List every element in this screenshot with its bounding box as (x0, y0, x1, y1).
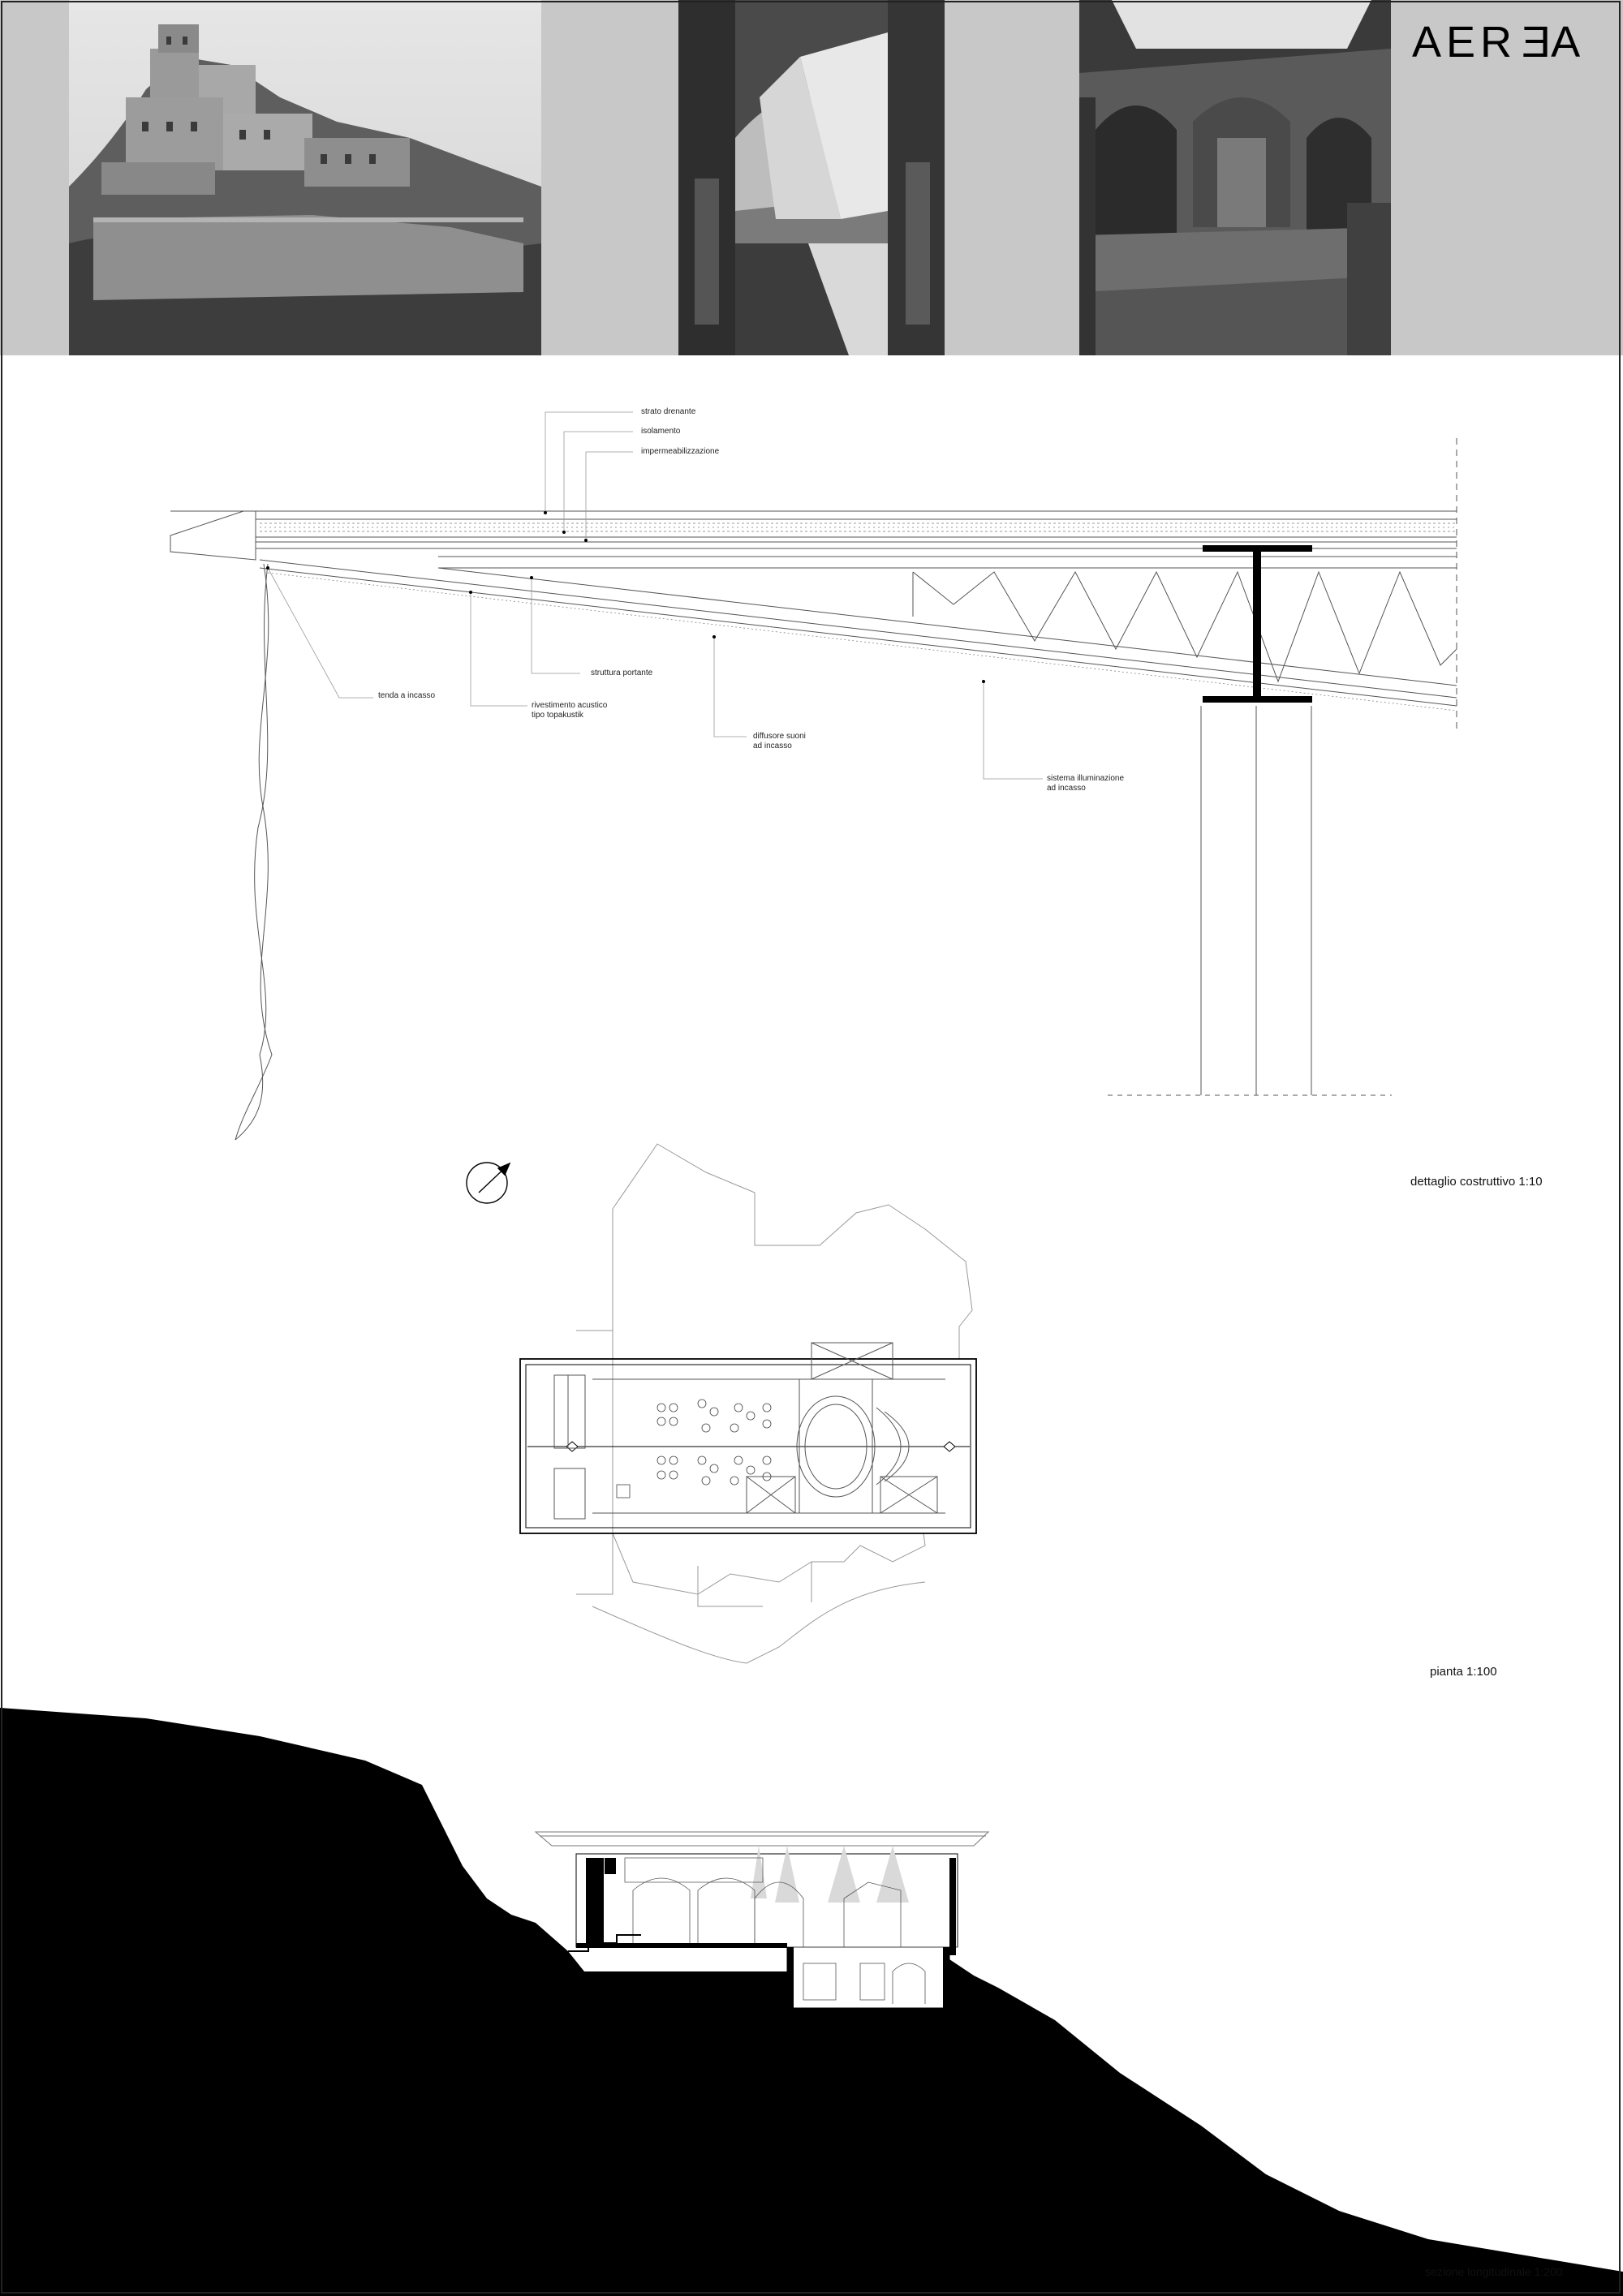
ruined-interior-photo (1079, 0, 1391, 355)
label-diffusore-ad-incasso: ad incasso (753, 742, 792, 750)
castle-hill-illustration (69, 0, 541, 355)
label-sistema-illuminazione: sistema illuminazione (1047, 774, 1125, 783)
plan-scale-title: pianta 1:100 (1430, 1665, 1497, 1679)
ruined-interior-illustration (1079, 0, 1391, 355)
label-rivestimento-acustico: rivestimento acustico (532, 701, 608, 710)
section-scale-title: sezione longitudinale 1:200 (1425, 2265, 1563, 2278)
seating-layout (616, 1399, 772, 1498)
logo-text-end: A (1551, 18, 1586, 67)
castle-hill-photo (69, 0, 541, 355)
detail-scale-title: dettaglio costruttivo 1:10 (1410, 1175, 1543, 1189)
label-isolamento: isolamento (641, 427, 681, 436)
label-diffusore-suoni: diffusore suoni (753, 732, 806, 741)
construction-detail-drawing (170, 411, 1457, 1141)
label-struttura-portante: struttura portante (591, 669, 653, 677)
arch-canopy-illustration (678, 0, 945, 355)
steel-beam (1203, 545, 1312, 703)
label-sistema-ad-incasso: ad incasso (1047, 784, 1086, 793)
label-rivestimento-tipo: tipo topakustik (532, 711, 583, 720)
logo-text-start: AER (1412, 18, 1518, 67)
label-impermeabilizzazione: impermeabilizzazione (641, 447, 720, 456)
north-arrow-icon (466, 1162, 511, 1204)
label-tenda-a-incasso: tenda a incasso (378, 691, 436, 700)
label-strato-drenante: strato drenante (641, 407, 696, 416)
floor-plan-drawing (466, 1143, 977, 1664)
arch-canopy-photo (678, 0, 945, 355)
